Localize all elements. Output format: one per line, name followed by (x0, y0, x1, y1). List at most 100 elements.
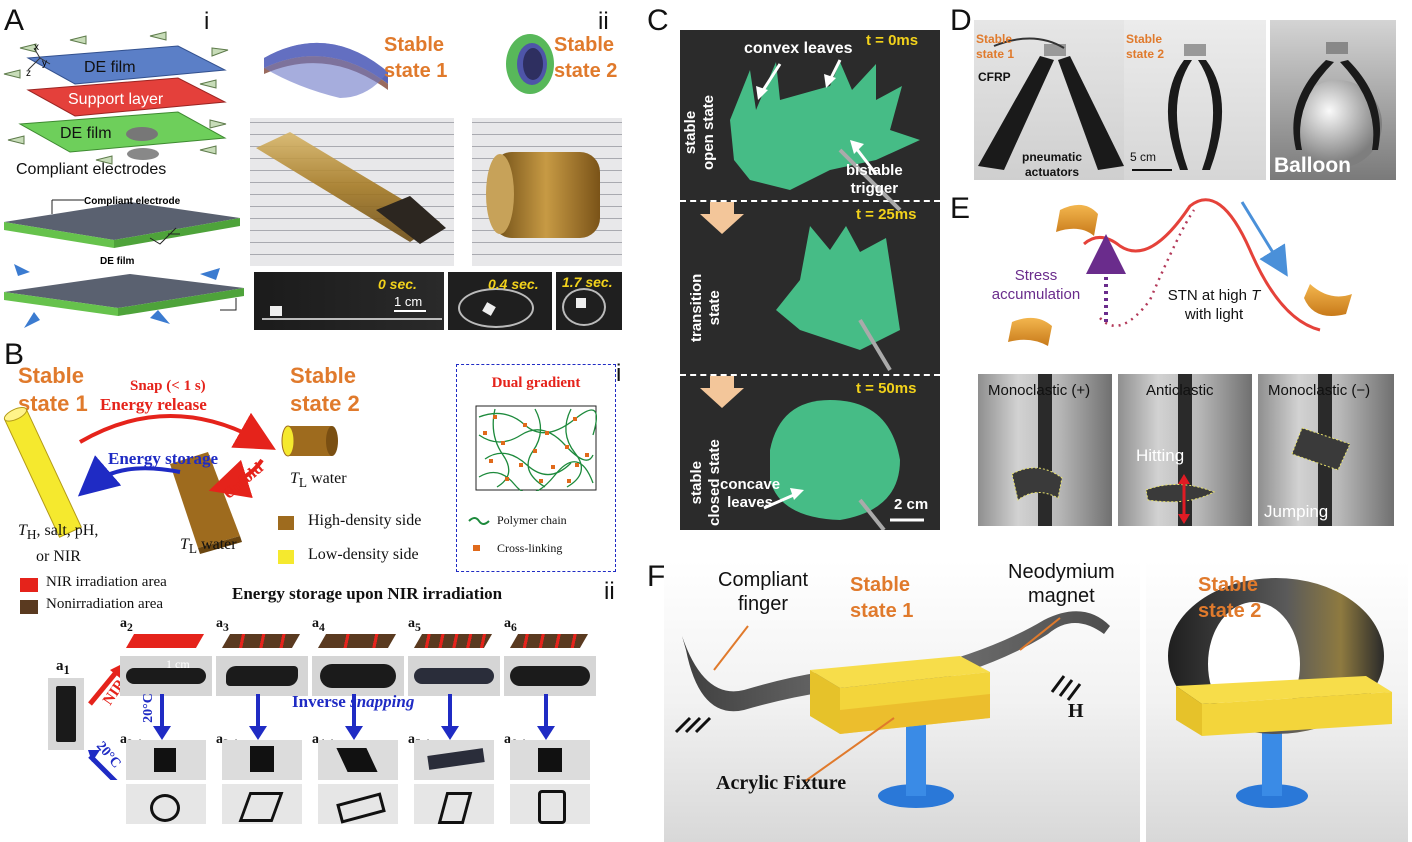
a1-label: a1 (56, 658, 70, 677)
axis-z-label: z (26, 68, 31, 79)
nonirr-swatch (20, 600, 38, 614)
panel-letter-c: C (647, 4, 669, 37)
cross-linking-label: Cross-linking (497, 541, 563, 555)
cfrp-label: CFRP (978, 70, 1011, 84)
panel-letter-b: B (4, 338, 25, 371)
panel-f-scene-1: Compliant finger Stable state 1 Neodymiu… (664, 560, 1140, 842)
jumping-label: Jumping (1264, 502, 1329, 521)
panel-f-scene-2: Stable state 2 (1146, 560, 1408, 842)
unfold-label: Unfold (220, 460, 267, 503)
balloon-label: Balloon (1274, 154, 1351, 177)
schem-film-label: DE film (100, 256, 135, 267)
scale-label-c: 2 cm (894, 496, 929, 513)
scale-label-d: 5 cm (1130, 150, 1157, 164)
polymer-network (475, 405, 597, 491)
photo-mono-plus: Monoclastic (+) (978, 374, 1112, 526)
panel-d-photo-1: Stable state 1 CFRP pneumatic actuators (974, 20, 1124, 180)
low-density-label: Low-density side (308, 546, 419, 563)
tl-water-bottom: TL water (180, 536, 237, 557)
a-stable-state-2: Stable state 2 (554, 34, 618, 82)
transition-state-label: transition state (688, 273, 723, 342)
cross-linking-swatch (473, 545, 480, 551)
column-a5: a5 a5-1 (408, 616, 500, 824)
scale-label-b: 1 cm (166, 656, 190, 671)
th-salt-label: TH, salt, pH,or NIR (18, 522, 99, 566)
hitting-label: Hitting (1136, 446, 1185, 465)
dual-gradient-box: Dual gradient Polymer chain Cross-linkin… (456, 364, 616, 572)
a1-photo (48, 678, 84, 750)
curved-sheet-stable1 (264, 42, 388, 98)
nir-area-label: NIR irradiation area (46, 574, 167, 590)
f-stable-state-1: Stable state 1 (850, 574, 914, 622)
photo-time-17: 1.7 sec. (556, 272, 622, 330)
b-stable-state-2: Stable state 2 (290, 363, 360, 416)
energy-nir-title: Energy storage upon NIR irradiation (232, 584, 503, 603)
photo-unrolled-tube (250, 118, 454, 266)
column-a2: a2 1 cm 20°C a2-1 (120, 616, 212, 824)
magnet-label: Neodymium magnet (1008, 561, 1115, 607)
label-de-film-top: DE film (84, 59, 136, 76)
panel-letter-e: E (950, 192, 971, 225)
f-stable-state-2: Stable state 2 (1198, 574, 1262, 622)
electrode-plates-diagram: Compliant electrode DE film (4, 196, 244, 328)
column-a4: a4 a4-1 (312, 616, 404, 824)
schem-electrode-label: Compliant electrode (84, 196, 181, 207)
concave-leaves-label: concave leaves (720, 476, 781, 511)
panel-letter-a: A (4, 4, 25, 37)
stn-energy-diagram (1008, 198, 1352, 346)
d-stable-state-2: Stable state 2 (1126, 32, 1165, 61)
closed-state-label: stable closed state (688, 439, 723, 526)
polymer-chain-swatch (468, 517, 490, 525)
axis-y-label: y (42, 58, 47, 69)
d-stable-state-1: Stable state 1 (976, 32, 1015, 61)
label-support-layer: Support layer (68, 91, 164, 108)
tl-water-right: TL water (290, 470, 347, 491)
sub-marker-a-ii: ii (598, 8, 609, 35)
compliant-finger-label: Compliant finger (718, 569, 809, 615)
snap-cycle-diagram: Snap (< 1 s) Energy release Energy stora… (3, 378, 338, 554)
photo-anticlastic: Anticlastic Hitting (1118, 374, 1252, 526)
scale-label-a: 1 cm (394, 294, 423, 309)
time-c-0: t = 0ms (866, 32, 919, 49)
column-a3: a3 a3-1 (216, 616, 308, 824)
time-label-0: 0 sec. (378, 276, 417, 292)
strip-a2 (125, 633, 205, 648)
polymer-chain-label: Polymer chain (497, 513, 567, 527)
time-label-17: 1.7 sec. (562, 274, 613, 290)
time-label-04: 0.4 sec. (488, 276, 539, 292)
high-density-swatch (278, 516, 294, 530)
label-de-film-bottom: DE film (60, 125, 112, 142)
photo-a2-1-side (126, 784, 206, 824)
column-a6: a6 a6-1 (504, 616, 596, 824)
h-field-label: H (1068, 700, 1084, 722)
time-c-25: t = 25ms (856, 206, 917, 223)
photo-rolled-tube (472, 118, 622, 266)
nir-series-grid: a2 1 cm 20°C a2-1 a3 a3-1 a4 a4-1 a5 (120, 616, 620, 842)
stress-accumulation-label: Stress accumulation (991, 267, 1081, 303)
snap-label: Snap (< 1 s) (130, 378, 206, 394)
energy-storage-label: Energy storage (108, 449, 218, 468)
sub-marker-a-i: i (204, 8, 210, 35)
panel-d-photo-2: Stable state 2 5 cm (1124, 20, 1266, 180)
high-density-label: High-density side (308, 512, 422, 529)
dual-gradient-title: Dual gradient (491, 375, 581, 391)
anticlastic-label: Anticlastic (1146, 382, 1214, 399)
photo-mono-minus: Monoclastic (−) Jumping (1258, 374, 1394, 526)
nir-area-swatch (20, 578, 38, 592)
mono-minus-label: Monoclastic (−) (1268, 382, 1371, 399)
photo-a2-1 (126, 740, 206, 780)
temp-label-2: 20°C (140, 693, 156, 723)
low-density-swatch (278, 550, 294, 564)
pneumatic-label: pneumatic actuators (1022, 150, 1083, 179)
label-compliant-electrodes: Compliant electrodes (16, 161, 166, 178)
layer-stack-diagram: x y z DE film Support layer DE film Comp… (3, 31, 229, 178)
mono-plus-label: Monoclastic (+) (988, 382, 1091, 399)
axis-x-label: x (34, 42, 39, 53)
nonirr-label: Nonirradiation area (46, 596, 164, 612)
time-c-50: t = 50ms (856, 380, 917, 397)
photo-time-0: 0 sec. 1 cm (254, 272, 444, 330)
sub-marker-b-i: i (616, 360, 622, 387)
photo-time-04: 0.4 sec. (448, 272, 552, 330)
